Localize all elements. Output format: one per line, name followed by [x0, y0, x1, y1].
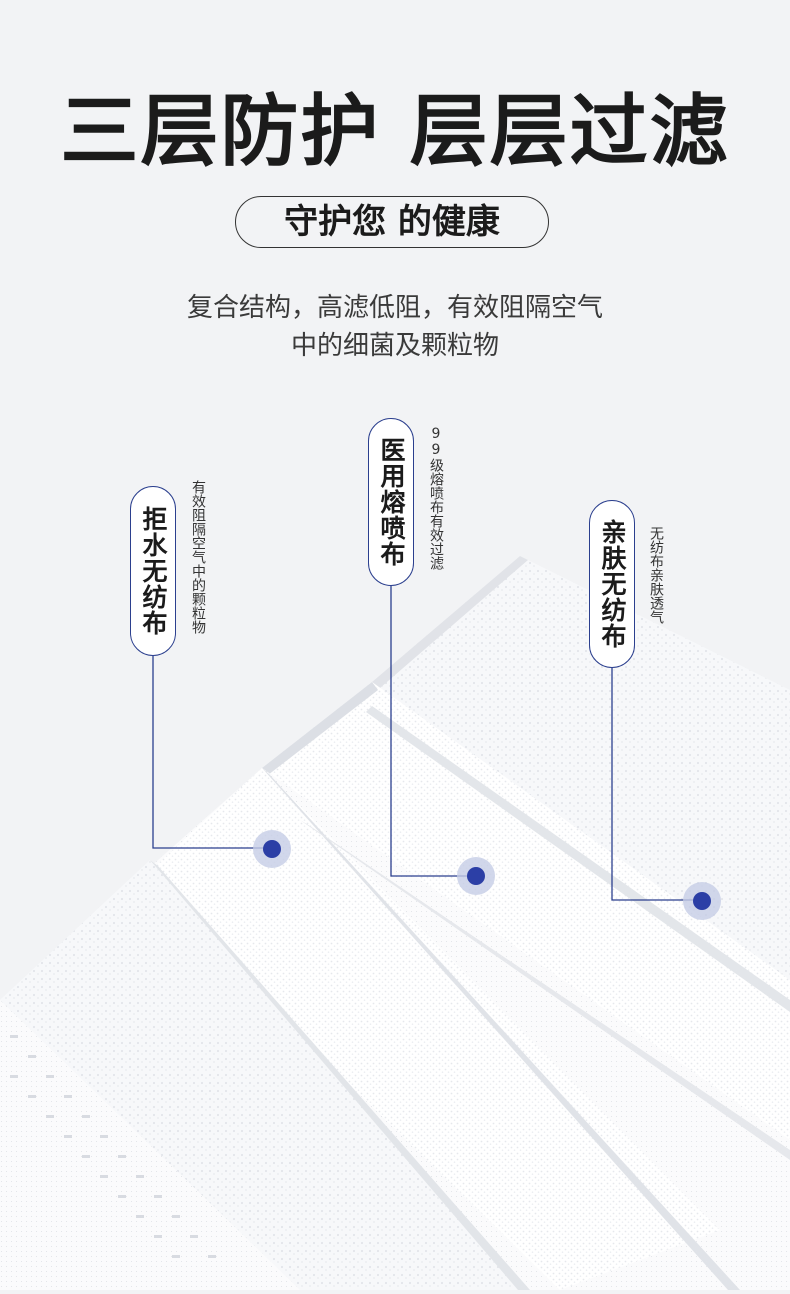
- layer-dot-3: [683, 882, 721, 920]
- headline: 三层防护 层层过滤: [60, 87, 730, 177]
- layer-note-inner: 无纺布亲肤透气: [648, 526, 664, 624]
- leader-line-1: [152, 656, 270, 849]
- mask-layers-illustration: [0, 380, 790, 1290]
- mask-seam-dashes: [10, 1035, 216, 1258]
- layer-tag-outer: 拒水无纺布: [130, 486, 176, 656]
- description-line-1: 复合结构，高滤低阻，有效阻隔空气: [186, 293, 603, 323]
- layer-note-outer: 有效阻隔空气中的颗粒物: [190, 480, 206, 634]
- layer-note-middle: 99级熔喷布有效过滤: [428, 426, 444, 570]
- description-line-2: 中的细菌及颗粒物: [290, 331, 499, 361]
- layer-dot-1: [253, 830, 291, 868]
- leader-line-3: [611, 668, 700, 901]
- mask-fabric-drawing: [0, 556, 790, 1290]
- layer-tag-inner: 亲肤无纺布: [589, 500, 635, 668]
- leader-line-2: [390, 586, 474, 877]
- subtitle-pill: 守护您 的健康: [235, 196, 549, 248]
- layer-tag-middle: 医用熔喷布: [368, 418, 414, 586]
- layer-dot-2: [457, 857, 495, 895]
